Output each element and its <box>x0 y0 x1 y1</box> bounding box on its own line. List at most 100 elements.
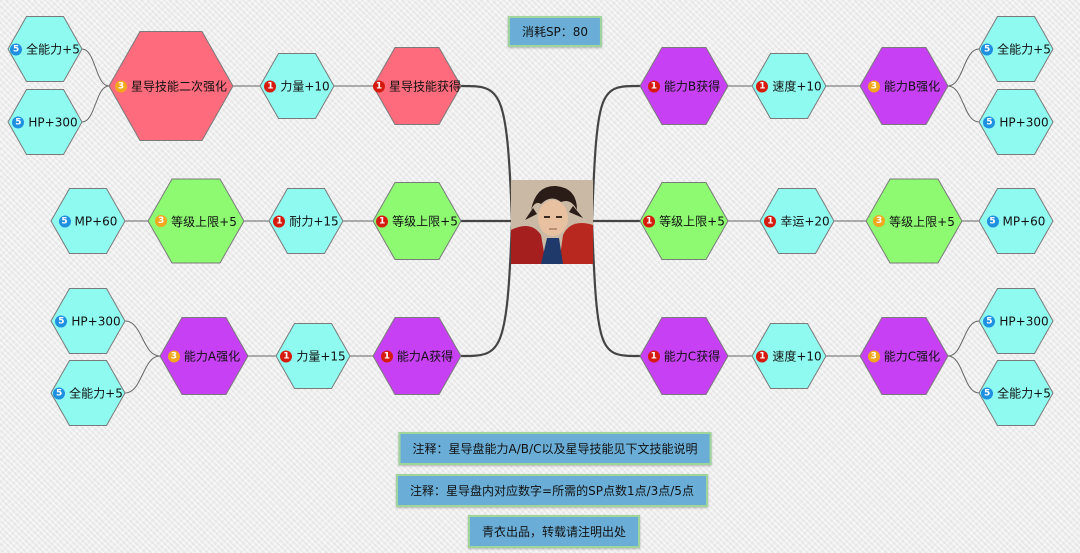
hexagon-shape <box>268 188 344 254</box>
skill-node-m-l2: 1 耐力+15 <box>268 188 344 254</box>
note-ability-explanation: 注释：星导盘能力A/B/C以及星导技能见下文技能说明 <box>398 432 712 465</box>
skill-node-b-r4b: 5 全能力+5 <box>978 360 1054 426</box>
sp-cost-badge: 3 <box>155 215 168 227</box>
sp-cost-badge: 5 <box>58 215 71 227</box>
skill-node-label: 星导技能获得 <box>389 79 462 94</box>
skill-node-label: 速度+10 <box>772 79 822 94</box>
skill-node-m-r2: 1 幸运+20 <box>759 188 835 254</box>
hexagon-shape <box>865 178 963 264</box>
sp-cost-badge: 1 <box>756 80 769 92</box>
hexagon-shape <box>50 288 126 354</box>
hexagon-shape <box>751 53 827 119</box>
skill-node-m-l1: 1 等级上限+5 <box>372 182 462 260</box>
hexagon-shape <box>978 188 1054 254</box>
skill-node-label: 速度+10 <box>772 349 822 364</box>
skill-node-label: 全能力+5 <box>69 386 123 401</box>
connector-line <box>124 320 161 357</box>
skill-node-t-r4a: 5 全能力+5 <box>978 16 1054 82</box>
sp-cost-badge: 1 <box>280 350 293 362</box>
sp-cost-badge: 1 <box>756 350 769 362</box>
skill-node-label: 等级上限+5 <box>171 214 237 229</box>
skill-node-label: 星导技能二次强化 <box>130 79 227 94</box>
skill-node-label: 全能力+5 <box>997 42 1051 57</box>
skill-node-label: MP+60 <box>74 214 118 228</box>
skill-node-b-l4a: 5 HP+300 <box>50 288 126 354</box>
sp-cost-badge: 1 <box>647 350 660 362</box>
connector-line <box>81 85 110 123</box>
skill-node-t-l4a: 5 全能力+5 <box>7 16 83 82</box>
sp-cost-badge: 5 <box>53 387 66 399</box>
hexagon-shape <box>275 323 351 389</box>
hexagon-shape <box>108 31 234 141</box>
sp-cost-badge: 5 <box>983 116 996 128</box>
skill-node-b-l1: 1 能力A获得 <box>372 317 462 395</box>
skill-node-label: MP+60 <box>1002 214 1046 228</box>
connector-line <box>947 85 980 123</box>
sp-cost-badge: 3 <box>114 80 127 92</box>
hexagon-shape <box>859 317 949 395</box>
skill-node-label: 全能力+5 <box>997 386 1051 401</box>
skill-node-label: 能力B获得 <box>663 79 721 94</box>
hexagon-shape <box>372 182 462 260</box>
skill-node-t-r4b: 5 HP+300 <box>978 89 1054 155</box>
hexagon-shape <box>50 360 126 426</box>
hexagon-shape <box>639 317 729 395</box>
skill-node-b-l4b: 5 全能力+5 <box>50 360 126 426</box>
hexagon-shape <box>639 47 729 125</box>
skill-node-label: 力量+10 <box>280 79 330 94</box>
skill-node-b-l2: 1 力量+15 <box>275 323 351 389</box>
skill-node-b-r1: 1 能力C获得 <box>639 317 729 395</box>
skill-node-m-r3: 3 等级上限+5 <box>865 178 963 264</box>
skill-node-t-r1: 1 能力B获得 <box>639 47 729 125</box>
hexagon-shape <box>7 16 83 82</box>
skill-node-label: 等级上限+5 <box>392 214 458 229</box>
skill-node-label: 等级上限+5 <box>889 214 955 229</box>
sp-cost-badge: 1 <box>764 215 777 227</box>
note-ability-explanation-text: 注释：星导盘能力A/B/C以及星导技能见下文技能说明 <box>412 442 698 456</box>
skill-node-b-r2: 1 速度+10 <box>751 323 827 389</box>
credit-label: 青衣出品，转载请注明出处 <box>467 515 641 548</box>
skill-node-label: 幸运+20 <box>780 214 830 229</box>
skill-node-b-r4a: 5 HP+300 <box>978 288 1054 354</box>
sp-cost-badge: 1 <box>373 80 385 92</box>
skill-node-label: 能力A获得 <box>396 349 454 364</box>
sp-cost-text: 消耗SP：80 <box>521 25 589 39</box>
hexagon-shape <box>50 188 126 254</box>
sp-cost-badge: 5 <box>55 315 68 327</box>
skill-node-label: 能力C获得 <box>663 349 721 364</box>
skill-node-t-r3: 3 能力B强化 <box>859 47 949 125</box>
note-sp-cost-explanation-text: 注释：星导盘内对应数字=所需的SP点数1点/3点/5点 <box>410 484 694 498</box>
skill-node-m-l3: 3 等级上限+5 <box>147 178 245 264</box>
sp-cost-badge: 5 <box>983 315 996 327</box>
hexagon-shape <box>978 288 1054 354</box>
skill-node-t-l1: 1 星导技能获得 <box>372 47 462 125</box>
skill-node-label: HP+300 <box>71 314 121 328</box>
sp-cost-badge: 3 <box>867 80 880 92</box>
skill-node-label: 等级上限+5 <box>659 214 725 229</box>
skill-node-label: 耐力+15 <box>289 214 339 229</box>
sp-cost-badge: 1 <box>264 80 277 92</box>
skill-node-m-l4: 5 MP+60 <box>50 188 126 254</box>
hexagon-shape <box>372 317 462 395</box>
trunk-connector <box>460 220 514 358</box>
sp-cost-badge: 5 <box>10 43 23 55</box>
sp-cost-badge: 1 <box>376 215 389 227</box>
hexagon-shape <box>978 16 1054 82</box>
skill-node-b-l3: 3 能力A强化 <box>159 317 249 395</box>
sp-cost-badge: 3 <box>873 215 886 227</box>
skill-node-b-r3: 3 能力C强化 <box>859 317 949 395</box>
note-sp-cost-explanation: 注释：星导盘内对应数字=所需的SP点数1点/3点/5点 <box>396 474 708 507</box>
hexagon-shape <box>159 317 249 395</box>
hexagon-shape <box>978 360 1054 426</box>
credit-text: 青衣出品，转载请注明出处 <box>481 525 627 539</box>
connector-line <box>947 320 980 357</box>
connector-line <box>81 48 110 87</box>
connector-line <box>947 355 980 394</box>
skill-node-label: 力量+15 <box>296 349 346 364</box>
hexagon-shape <box>639 182 729 260</box>
hexagon-shape <box>751 323 827 389</box>
hexagon-shape <box>147 178 245 264</box>
hexagon-shape <box>7 89 83 155</box>
hexagon-shape <box>259 53 335 119</box>
